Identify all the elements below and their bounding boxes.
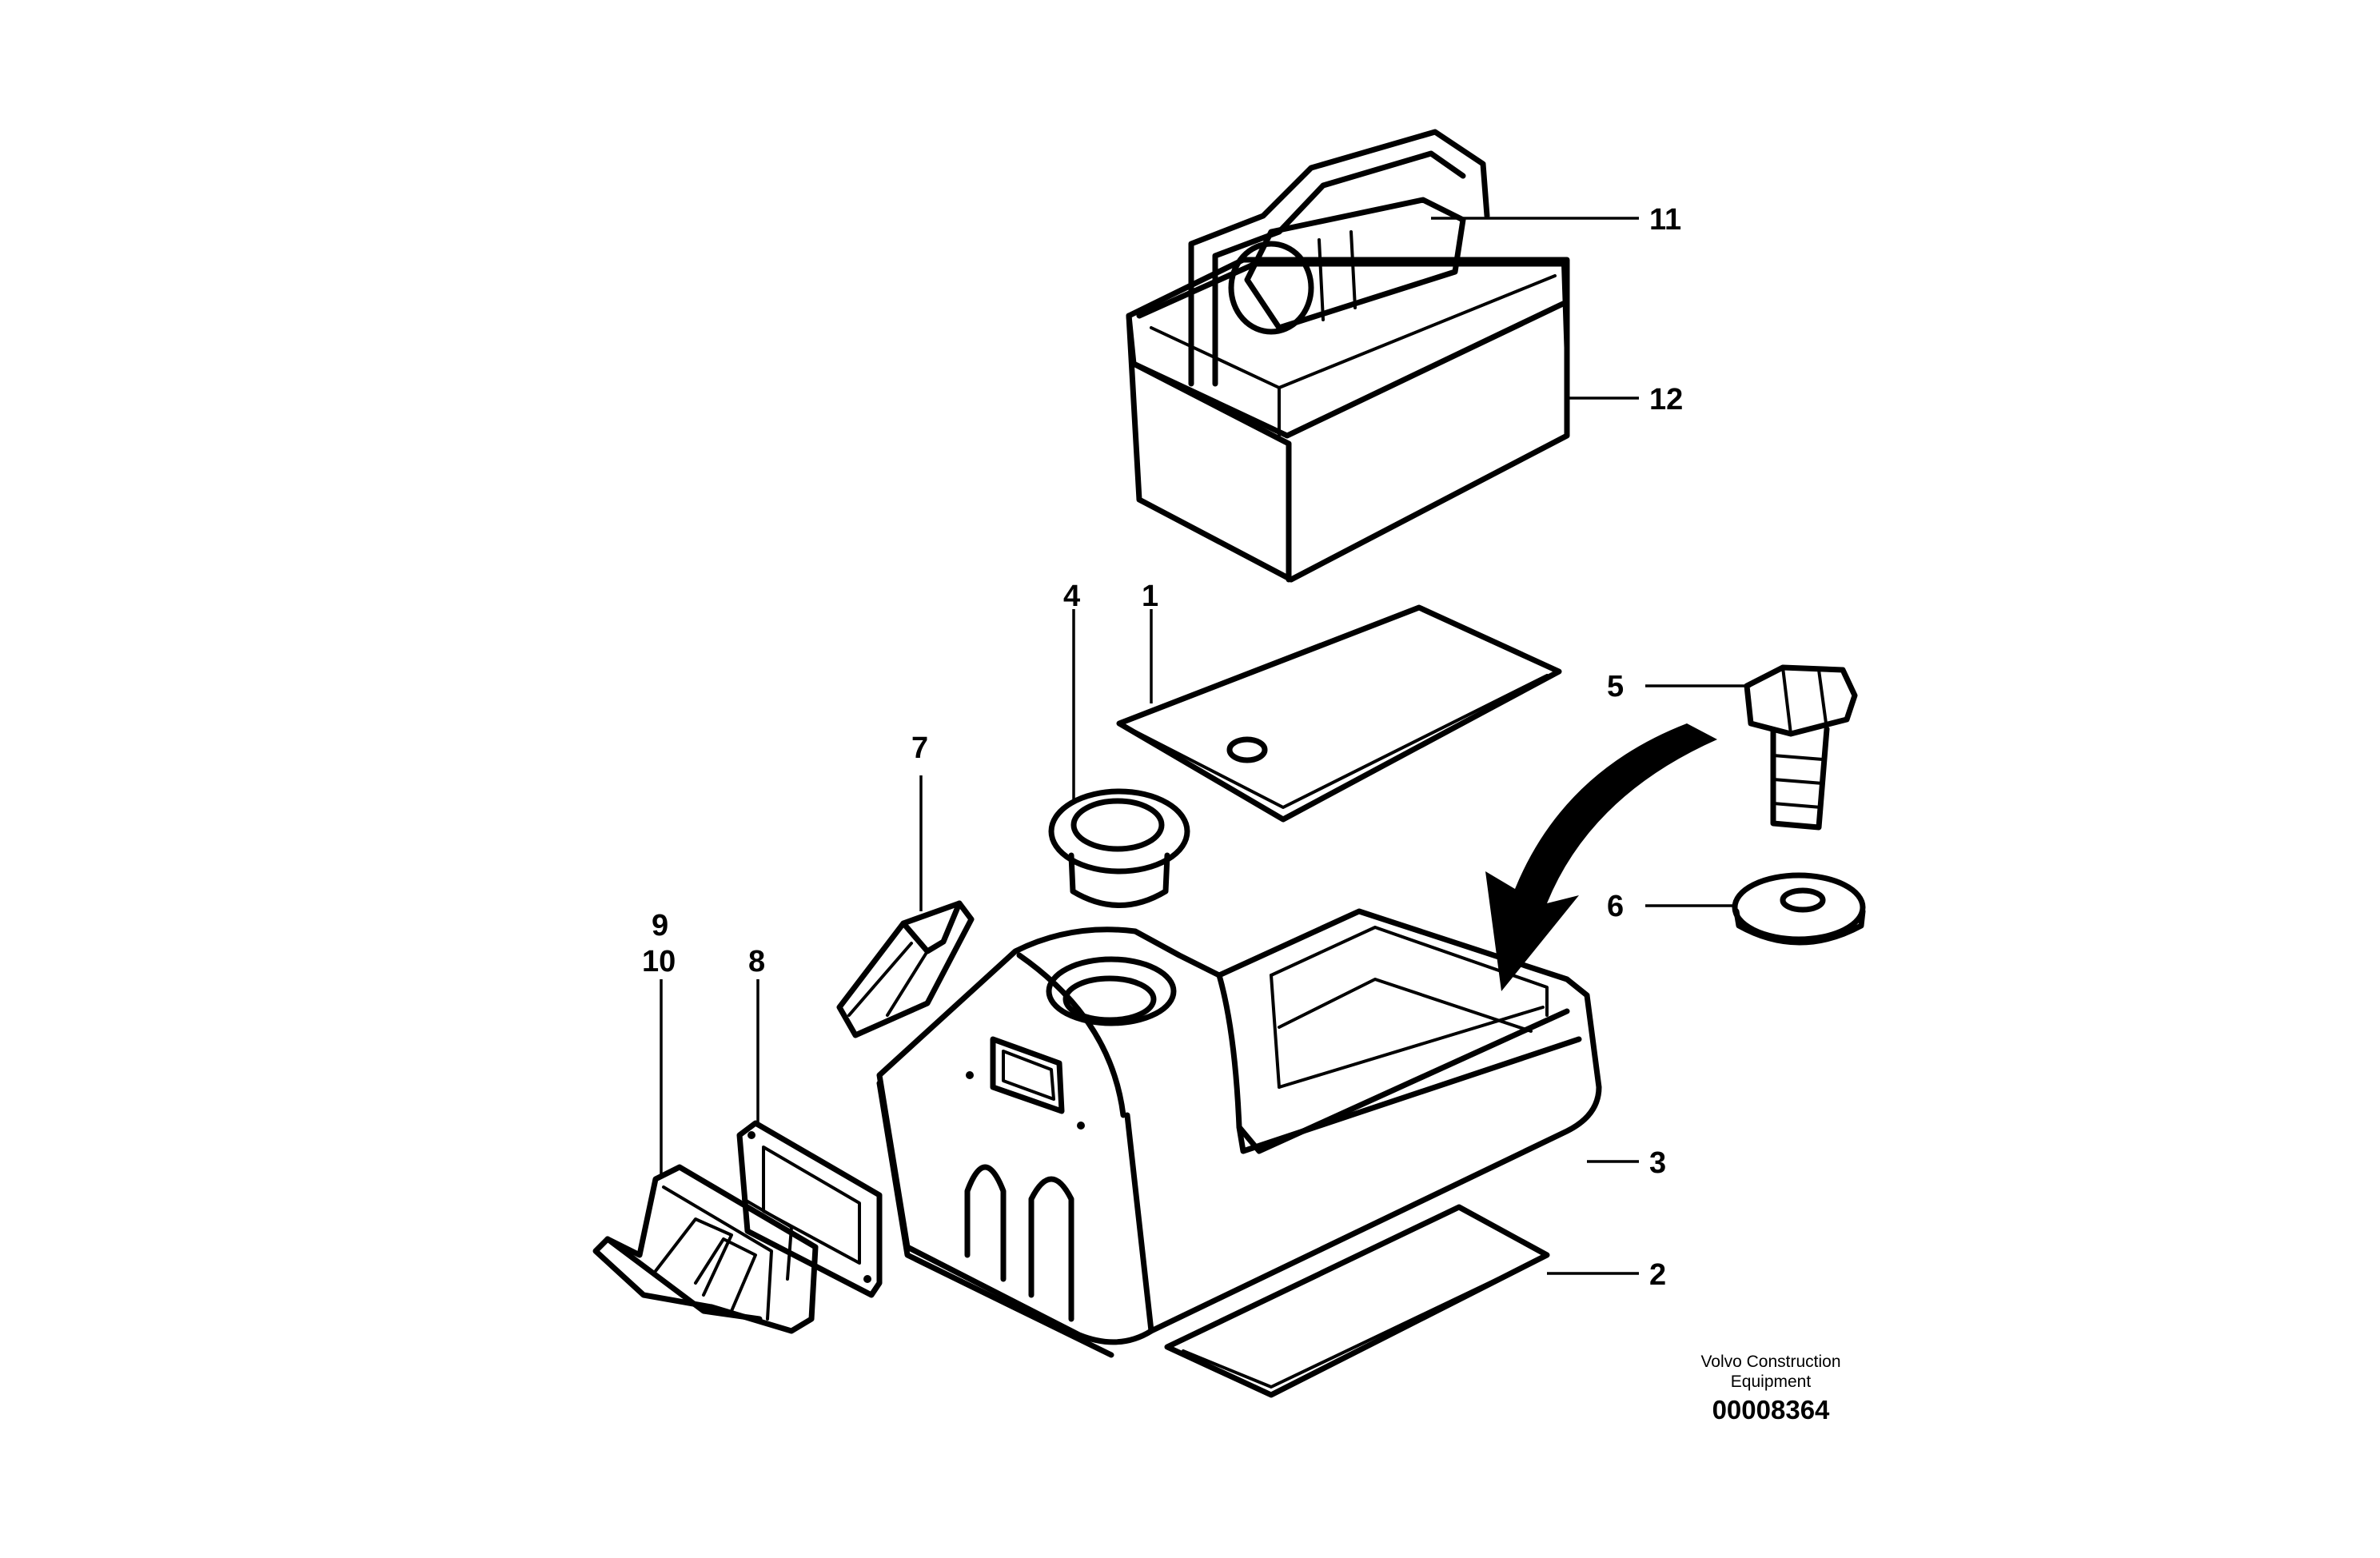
- callout-labels: 11 12 4 1 5 6 7 8 9 10 3 2: [642, 203, 1683, 1292]
- callout-1: 1: [1142, 580, 1158, 613]
- part-2-base-pad: [1164, 1204, 1550, 1398]
- callout-10: 10: [642, 945, 676, 978]
- part-9-10-connector: [592, 1164, 819, 1334]
- part-1-plate: [1116, 604, 1562, 823]
- footer: Volvo Construction Equipment 00008364: [1700, 1353, 1840, 1425]
- part-8-frame: [736, 1120, 883, 1298]
- part-11-handle-grip: [1188, 129, 1490, 387]
- company-name-line2: Equipment: [1731, 1373, 1812, 1391]
- callout-12: 12: [1649, 383, 1683, 416]
- callout-2: 2: [1649, 1258, 1666, 1292]
- company-name-line1: Volvo Construction: [1700, 1353, 1840, 1371]
- part-6-washer: [1732, 872, 1866, 946]
- callout-9: 9: [652, 909, 668, 942]
- document-number: 00008364: [1712, 1395, 1830, 1425]
- assembly-arrow: [1485, 723, 1717, 991]
- callout-8: 8: [748, 945, 765, 978]
- callout-11: 11: [1649, 203, 1681, 237]
- callout-5: 5: [1607, 670, 1624, 703]
- leader-lines: [660, 217, 1751, 1275]
- callout-3: 3: [1649, 1146, 1666, 1180]
- callout-4: 4: [1063, 580, 1080, 613]
- part-5-bolt: [1744, 664, 1858, 831]
- callout-7: 7: [911, 731, 928, 765]
- part-3-housing: [876, 908, 1602, 1358]
- part-4-grommet: [1048, 788, 1190, 908]
- callout-6: 6: [1607, 890, 1624, 923]
- part-7-cover-cap: [836, 900, 975, 1038]
